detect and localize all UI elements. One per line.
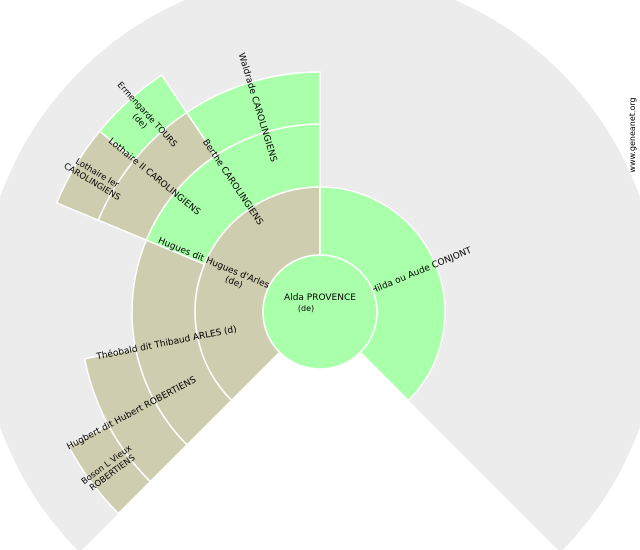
root-person-circle[interactable] <box>262 254 378 370</box>
ancestor-sector[interactable] <box>67 424 152 515</box>
root-person-name: Alda PROVENCE <box>284 293 356 303</box>
site-credit: www.geneanet.org <box>628 97 637 172</box>
ancestor-sector[interactable] <box>98 73 188 161</box>
ancestor-sector[interactable] <box>185 71 321 157</box>
root-person-particle: (de) <box>298 304 314 313</box>
ancestor-sectors-layer <box>55 71 446 515</box>
